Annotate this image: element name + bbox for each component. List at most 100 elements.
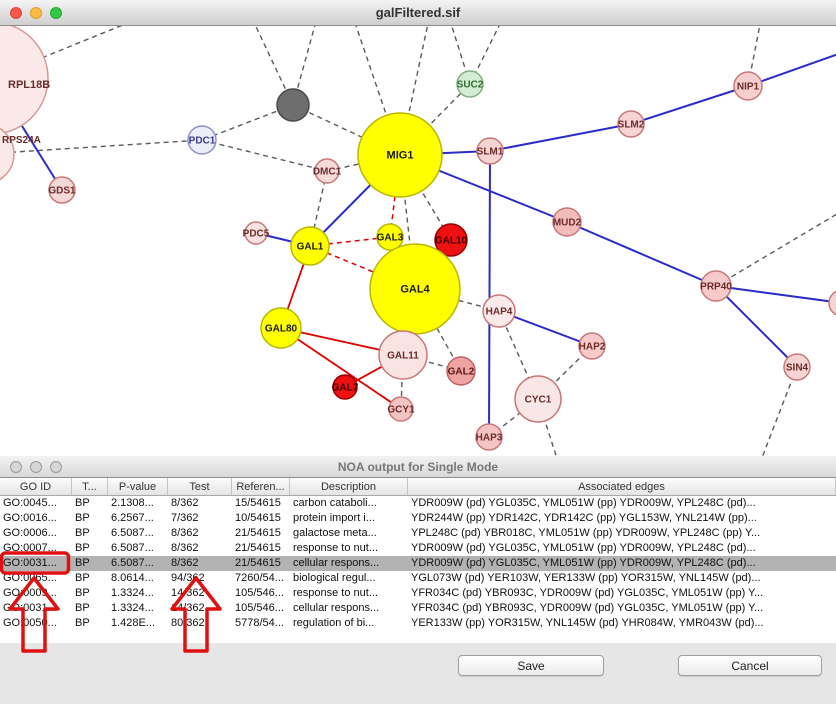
cell-p_value: 1.428E... — [111, 617, 156, 629]
column-header-go_id[interactable]: GO ID — [0, 478, 72, 495]
network-node-gds1[interactable] — [48, 176, 76, 204]
network-edge — [292, 104, 401, 156]
cell-reference: 15/54615 — [235, 497, 281, 509]
cell-go_id: GO:0016... — [3, 512, 57, 524]
network-edge — [630, 85, 749, 125]
cell-reference: 105/546... — [235, 602, 284, 614]
network-edge — [414, 288, 462, 372]
cell-associated_edges: YPL248C (pd) YBR018C, YML051W (pp) YDR00… — [411, 527, 761, 539]
network-edge — [201, 139, 328, 172]
column-header-reference[interactable]: Referen... — [232, 478, 290, 495]
network-node-hap2[interactable] — [578, 332, 606, 360]
network-node-gal3[interactable] — [376, 223, 404, 251]
network-node-gal1[interactable] — [290, 226, 330, 266]
network-node-gray1[interactable] — [276, 88, 310, 122]
column-header-p_value[interactable]: P-value — [108, 478, 168, 495]
network-node-gal10[interactable] — [434, 223, 468, 257]
zoom-button[interactable] — [50, 460, 62, 473]
network-edge — [715, 285, 836, 304]
cell-test: 8/362 — [171, 497, 199, 509]
cell-description: cellular respons... — [293, 602, 380, 614]
cell-description: carbon cataboli... — [293, 497, 377, 509]
network-node-gal4[interactable] — [369, 243, 461, 335]
cell-associated_edges: YFR034C (pd) YBR093C, YDR009W (pd) YGL03… — [411, 602, 764, 614]
network-window-titlebar: galFiltered.sif — [0, 0, 836, 26]
cell-go_id: GO:0065... — [3, 572, 57, 584]
cell-description: cellular respons... — [293, 557, 380, 569]
window-controls — [10, 460, 62, 473]
network-node-nip1[interactable] — [733, 71, 763, 101]
cell-test: 7/362 — [171, 512, 199, 524]
close-button[interactable] — [10, 460, 22, 473]
cell-go_id: GO:0009... — [3, 587, 57, 599]
network-node-sin4[interactable] — [783, 353, 811, 381]
cancel-button[interactable]: Cancel — [678, 655, 822, 676]
cell-test: 8/362 — [171, 542, 199, 554]
network-node-hap3[interactable] — [475, 423, 503, 451]
network-node-edge1[interactable] — [828, 290, 836, 316]
column-header-description[interactable]: Description — [290, 478, 408, 495]
network-node-suc2[interactable] — [456, 70, 484, 98]
cell-test: 14/362 — [171, 602, 205, 614]
network-edge — [489, 123, 632, 152]
cell-associated_edges: YDR009W (pd) YGL035C, YML051W (pp) YDR00… — [411, 497, 756, 509]
network-node-rps24a[interactable] — [0, 124, 15, 184]
minimize-button[interactable] — [30, 460, 42, 473]
network-edge — [389, 154, 401, 238]
results-table: GO:0045... BP 2.1308... 8/362 15/54615 carbon… — [0, 496, 836, 643]
network-edge — [761, 366, 798, 456]
cell-reference: 105/546... — [235, 587, 284, 599]
network-node-hap4[interactable] — [482, 294, 516, 328]
network-node-gal2[interactable] — [446, 356, 476, 386]
column-header-type[interactable]: T... — [72, 478, 108, 495]
cell-reference: 21/54615 — [235, 557, 281, 569]
column-header-associated_edges[interactable]: Associated edges — [408, 478, 836, 495]
network-node-gal11[interactable] — [378, 330, 428, 380]
network-node-gal7[interactable] — [332, 374, 358, 400]
network-node-mig1[interactable] — [357, 112, 443, 198]
save-button[interactable]: Save — [458, 655, 604, 676]
network-canvas[interactable]: RPL18BRPS24AGDS1PDC1DMC1MIG1SUC2SLM1SLM2… — [0, 26, 836, 456]
network-node-dmc1[interactable] — [314, 158, 340, 184]
network-node-prp40[interactable] — [700, 270, 732, 302]
cell-type: BP — [75, 572, 90, 584]
network-edge — [0, 139, 203, 154]
cell-test: 80/362 — [171, 617, 205, 629]
network-node-cyc1[interactable] — [514, 375, 562, 423]
zoom-button[interactable] — [50, 6, 62, 19]
network-node-pdc5[interactable] — [244, 221, 268, 245]
cell-go_id: GO:0045... — [3, 497, 57, 509]
network-node-gcy1[interactable] — [388, 396, 414, 422]
cell-description: response to nut... — [293, 542, 378, 554]
close-button[interactable] — [10, 6, 22, 19]
network-edge — [201, 104, 294, 141]
network-node-slm1[interactable] — [476, 137, 504, 165]
button-bar: Save Cancel — [0, 643, 836, 704]
cell-go_id: GO:0031... — [3, 602, 57, 614]
cell-reference: 5778/54... — [235, 617, 284, 629]
cell-p_value: 2.1308... — [111, 497, 154, 509]
network-node-rpl18b[interactable] — [0, 26, 49, 135]
cell-p_value: 6.5087... — [111, 542, 154, 554]
network-node-mud2[interactable] — [552, 207, 582, 237]
column-header-test[interactable]: Test — [168, 478, 232, 495]
noa-window-title: NOA output for Single Mode — [337, 459, 499, 474]
network-node-gal80[interactable] — [260, 307, 302, 349]
cell-type: BP — [75, 617, 90, 629]
minimize-button[interactable] — [30, 6, 42, 19]
cell-associated_edges: YDR009W (pd) YGL035C, YML051W (pp) YDR00… — [411, 557, 756, 569]
network-node-slm2[interactable] — [617, 110, 645, 138]
network-node-pdc1[interactable] — [187, 125, 217, 155]
network-edge — [498, 310, 539, 400]
cell-p_value: 1.3324... — [111, 602, 154, 614]
